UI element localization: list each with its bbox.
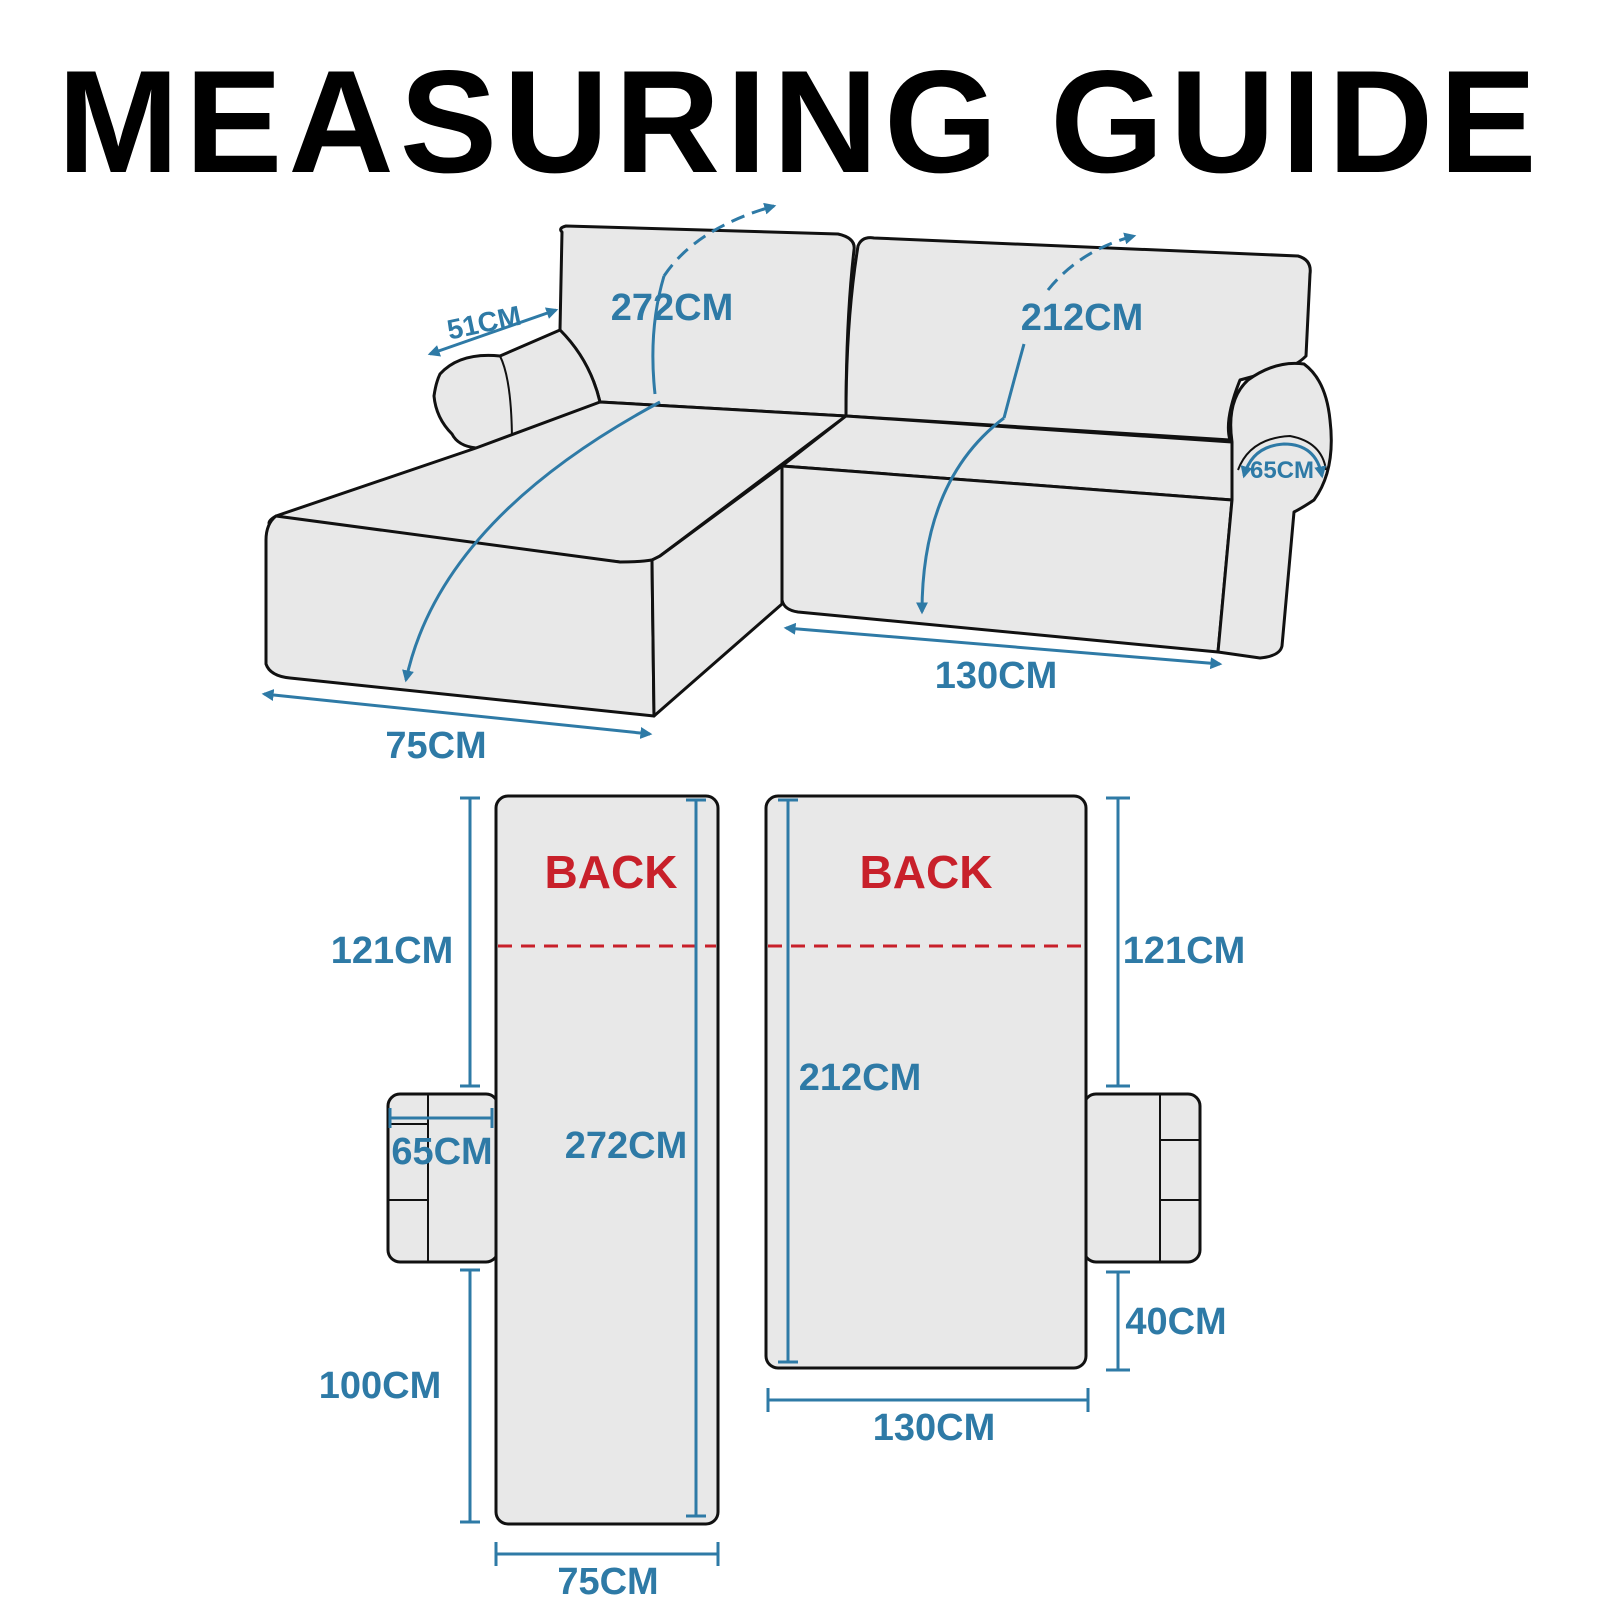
left-pattern: [386, 794, 720, 1566]
sofa-illustration: [264, 224, 1333, 718]
right-back-label: BACK: [860, 846, 993, 898]
left-width-label: 75CM: [557, 1561, 658, 1600]
left-back-height-label: 121CM: [331, 930, 454, 972]
sofa-arm-width-label: 51CM: [444, 300, 524, 346]
sofa-length-label: 212CM: [1021, 297, 1144, 339]
sofa-dimension-arrows: [261, 202, 1327, 739]
left-arm-width-label: 65CM: [391, 1131, 492, 1173]
right-back-height-label: 121CM: [1123, 930, 1246, 972]
right-arm: [1216, 361, 1333, 660]
right-pattern: [764, 794, 1202, 1412]
right-total-length-label: 212CM: [799, 1057, 922, 1099]
chaise-front: [264, 514, 656, 718]
sofa-chaise-length-label: 272CM: [611, 287, 734, 329]
sofa-chaise-front-label: 75CM: [385, 725, 486, 767]
sofa-front: [780, 464, 1234, 654]
left-total-length-label: 272CM: [565, 1125, 688, 1167]
left-seat-length-label: 100CM: [319, 1365, 442, 1407]
sofa-front-label: 130CM: [935, 655, 1058, 697]
right-arm-flap: [1082, 1092, 1202, 1264]
right-pattern-panel: [764, 794, 1088, 1370]
left-pattern-panel: [494, 794, 720, 1526]
right-seat-length-label: 40CM: [1125, 1301, 1226, 1343]
right-width-label: 130CM: [873, 1407, 996, 1449]
left-back-label: BACK: [545, 846, 678, 898]
page-title: MEASURING GUIDE: [57, 40, 1542, 203]
sofa-arm-wrap-label: 65CM: [1250, 457, 1314, 484]
